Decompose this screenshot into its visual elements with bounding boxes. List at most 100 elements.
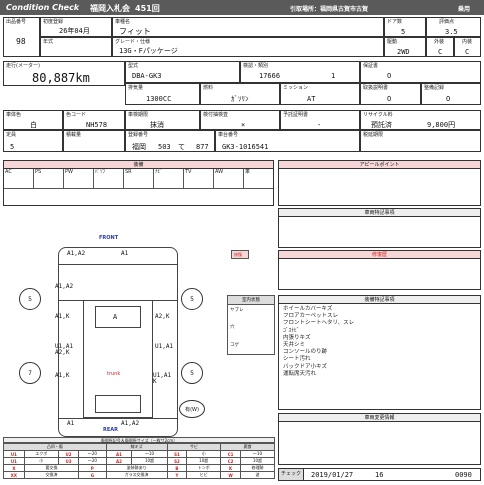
equipment-label: PW (65, 169, 73, 175)
tire-front-right: 5 (181, 288, 203, 310)
equipment-label: SR (125, 169, 132, 175)
legend-cell: G (78, 471, 107, 479)
rear-window (95, 395, 141, 413)
legend-cell: Y (166, 471, 188, 479)
legend-cell: U2 (57, 450, 80, 458)
fuel-box: 燃料 ｶﾞｿﾘﾝ (200, 83, 280, 105)
legend-header: サビ (166, 443, 222, 451)
legend-panel: 傷個所記号＆傷個所サイズ（一枚サ2cm） 凸凹・傷 線キズ サビ 腐食 U1 エ… (3, 437, 276, 481)
chassis-box: 車台番号 GK3-1016541 (215, 130, 360, 152)
load-box: 積載量 (63, 130, 125, 152)
capacity-label: 定員 (6, 132, 17, 138)
displacement-value: 1300CC (146, 95, 172, 103)
equipment-note-line: バックドア小キズ (283, 363, 328, 370)
legend-cell: 小 (23, 457, 59, 465)
rear-left-damage: A1 (67, 420, 75, 427)
certification-value-2: 1 (331, 72, 336, 80)
quarter-left-damage: A1,K (55, 372, 70, 379)
interior-condition-box: 室内状態 ヤブレ 穴 コゲ (227, 295, 275, 355)
exterior-label: 外装 (434, 39, 445, 45)
equipment-grid: AC PS PW ﾊﾟｿﾌ SR ﾅﾋﾞ TV AW 革 (4, 169, 273, 205)
appeal-title: アピールポイント (279, 161, 480, 169)
exterior-value: C (438, 48, 443, 56)
trunk-label: trunk (107, 371, 121, 377)
equipment-label: ﾅﾋﾞ (155, 169, 163, 175)
check-code: 16 (375, 471, 384, 479)
door-left-damage: U1,A1 A2,K (55, 343, 74, 356)
auction-name: 福岡入札会 (90, 4, 130, 13)
tire-rear-right-value: 5 (190, 369, 194, 377)
equipment-note-line: 運転席天汚れ (283, 370, 317, 377)
legend-cell: 〜10 (239, 450, 276, 458)
tax-label: 税延期限 (363, 132, 384, 138)
legend-cell: P (78, 464, 107, 472)
equipment-cell: 革 (244, 169, 273, 189)
repair-mark-label: 修復 (234, 252, 242, 257)
mileage-value: 80,887km (32, 71, 90, 85)
interior-item-tear: ヤブレ (230, 308, 244, 313)
warranty-box: 保証書 O (360, 61, 481, 83)
body-color-box: 車体色 白 (3, 110, 63, 130)
auction-round: 451回 (135, 4, 160, 13)
legend-row: X 要交換 P 塗装跡あり B トンボ K 修理跡 (3, 464, 276, 472)
chassis-label: 車台番号 (218, 132, 239, 138)
vehicle-notes-panel: 車両特記事項 (278, 208, 481, 248)
legend-cell: U3 (57, 457, 80, 465)
interior-item-hole: 穴 (230, 325, 235, 330)
equipment-panel: 装備 AC PS PW ﾊﾟｿﾌ SR ﾅﾋﾞ TV AW 革 (3, 160, 274, 206)
fuel-value: ｶﾞｿﾘﾝ (231, 95, 249, 103)
legend-cell: ガラス交換済 (105, 471, 168, 479)
legend-cell: B (166, 464, 188, 472)
pickup-location: 引取場所：福岡県古賀市古賀 (290, 6, 369, 13)
car-name-box: 車種名 フィット (112, 17, 384, 37)
interior-value: C (465, 48, 470, 56)
legend-cell: 塗装跡あり (105, 464, 168, 472)
appeal-panel: アピールポイント (278, 160, 481, 206)
check-date: 2019/01/27 (311, 471, 354, 479)
equipment-note-line: フロアカーペットスレ (283, 313, 339, 320)
recall-value: - (317, 121, 322, 129)
manual-label: 取扱説明書 (363, 85, 389, 91)
capacity-value: 5 (10, 143, 15, 151)
equipment-cell: ﾅﾋﾞ (154, 169, 184, 189)
legend-header: 腐食 (220, 443, 275, 451)
plate-box: 登録番号 福岡 503 て 877 (125, 130, 215, 152)
interior-condition-title: 室内状態 (228, 296, 274, 305)
front-label: FRONT (99, 235, 119, 241)
fuel-label: 燃料 (203, 85, 214, 91)
transmission-box: ミッション AT (280, 83, 360, 105)
check-number: 0090 (455, 471, 472, 479)
equipment-note-line: フロントシートヘタリ、スレ (283, 320, 355, 327)
recycle-status: 預託済 (371, 121, 392, 129)
model-code-box: 型式 DBA-GK3 (125, 61, 240, 83)
legend-cell: 10超 (186, 457, 222, 465)
vehicle-history-title: 車両変更情報 (279, 414, 480, 422)
inspection-next-value: × (241, 121, 246, 129)
recycle-box: リサイクル料 預託済 9,800円 (360, 110, 481, 130)
legend-cell: C1 (220, 450, 241, 458)
interior-label: 内装 (462, 39, 473, 45)
capacity-box: 定員 5 (3, 130, 63, 152)
car-diagram: FRONT A1,A2 A1 A1,A2 A1,K A A2,K U1,A1 A… (3, 232, 275, 437)
legend-cell: エクボ (23, 450, 59, 458)
legend-row: XX 交換済 G ガラス交換済 Y ヒビ W 波 (3, 471, 276, 479)
transmission-value: AT (307, 95, 316, 103)
legend-cell: 〜20 (78, 450, 107, 458)
displacement-label: 排気量 (128, 85, 144, 91)
spare-tire: 有(W) (179, 400, 205, 418)
body-color-value: 白 (30, 121, 37, 129)
certification-box: 検認・類別 17666 1 (240, 61, 360, 83)
fender-right-damage: A2,K (155, 313, 170, 320)
interior-box: 内装 C (454, 37, 481, 57)
recall-label: 予託証明書 (283, 112, 309, 118)
tax-box: 税延期限 (360, 130, 481, 152)
plate-region: 福岡 (132, 143, 146, 151)
legend-cell: 小 (186, 450, 222, 458)
legend-row: U1 エクボ U2 〜20 A1 〜10 S1 小 C1 〜10 (3, 450, 276, 458)
car-body-outline (58, 247, 178, 437)
repair-history-panel: 修復歴 (278, 250, 481, 290)
equipment-note-line: 内張りキズ (283, 334, 311, 341)
grade-box: グレード・仕様 13G・Fパッケージ (112, 37, 384, 57)
legend-cell: U1 (3, 457, 25, 465)
fender-left-damage: A1,K (55, 313, 70, 320)
